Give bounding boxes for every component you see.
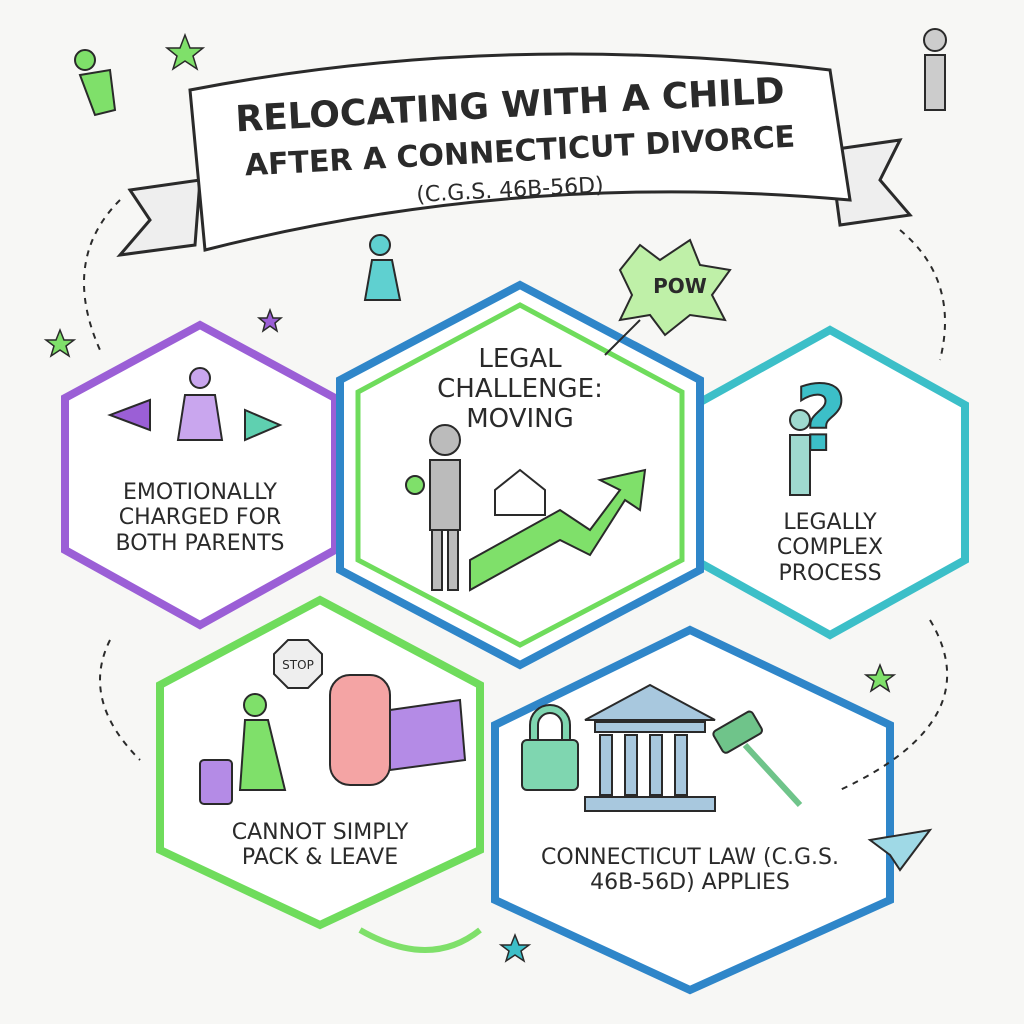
hex-pack-leave bbox=[156, 595, 484, 930]
courthouse-icon bbox=[584, 683, 716, 812]
parent-with-child-icon bbox=[405, 424, 461, 591]
hex-emotional bbox=[61, 320, 339, 630]
pow-text: POW bbox=[653, 274, 707, 298]
walking-person-suitcase-icon bbox=[199, 693, 287, 805]
house-rising-arrow-icon bbox=[469, 468, 647, 592]
hex-legal-challenge-label: Legal challenge: moving bbox=[437, 344, 603, 434]
person-arrows-icon bbox=[107, 367, 283, 442]
stop-hand-icon bbox=[329, 674, 467, 786]
gavel-icon bbox=[712, 710, 803, 808]
jumping-figure-icon bbox=[74, 49, 402, 301]
stop-sign-icon: STOP bbox=[273, 639, 323, 689]
star-icons bbox=[43, 32, 897, 963]
hex-emotional-label: Emotionally charged for both parents bbox=[115, 480, 285, 556]
swoosh-arrow-icon bbox=[358, 927, 482, 953]
pointing-figure-icon bbox=[923, 28, 947, 111]
hex-complex-label: Legally complex process bbox=[776, 510, 884, 586]
paper-plane-icon bbox=[867, 828, 933, 872]
hex-law-label: Connecticut Law (C.G.S. 46b-56d) applies bbox=[541, 845, 839, 896]
title-banner bbox=[116, 52, 913, 258]
decorations bbox=[83, 199, 948, 791]
padlock-icon bbox=[521, 704, 579, 791]
pow-burst bbox=[604, 238, 732, 356]
question-person-icon: ? bbox=[789, 366, 848, 496]
stop-sign-text: STOP bbox=[282, 658, 314, 672]
hex-pack-leave-label: Cannot simply pack & leave bbox=[231, 820, 409, 871]
